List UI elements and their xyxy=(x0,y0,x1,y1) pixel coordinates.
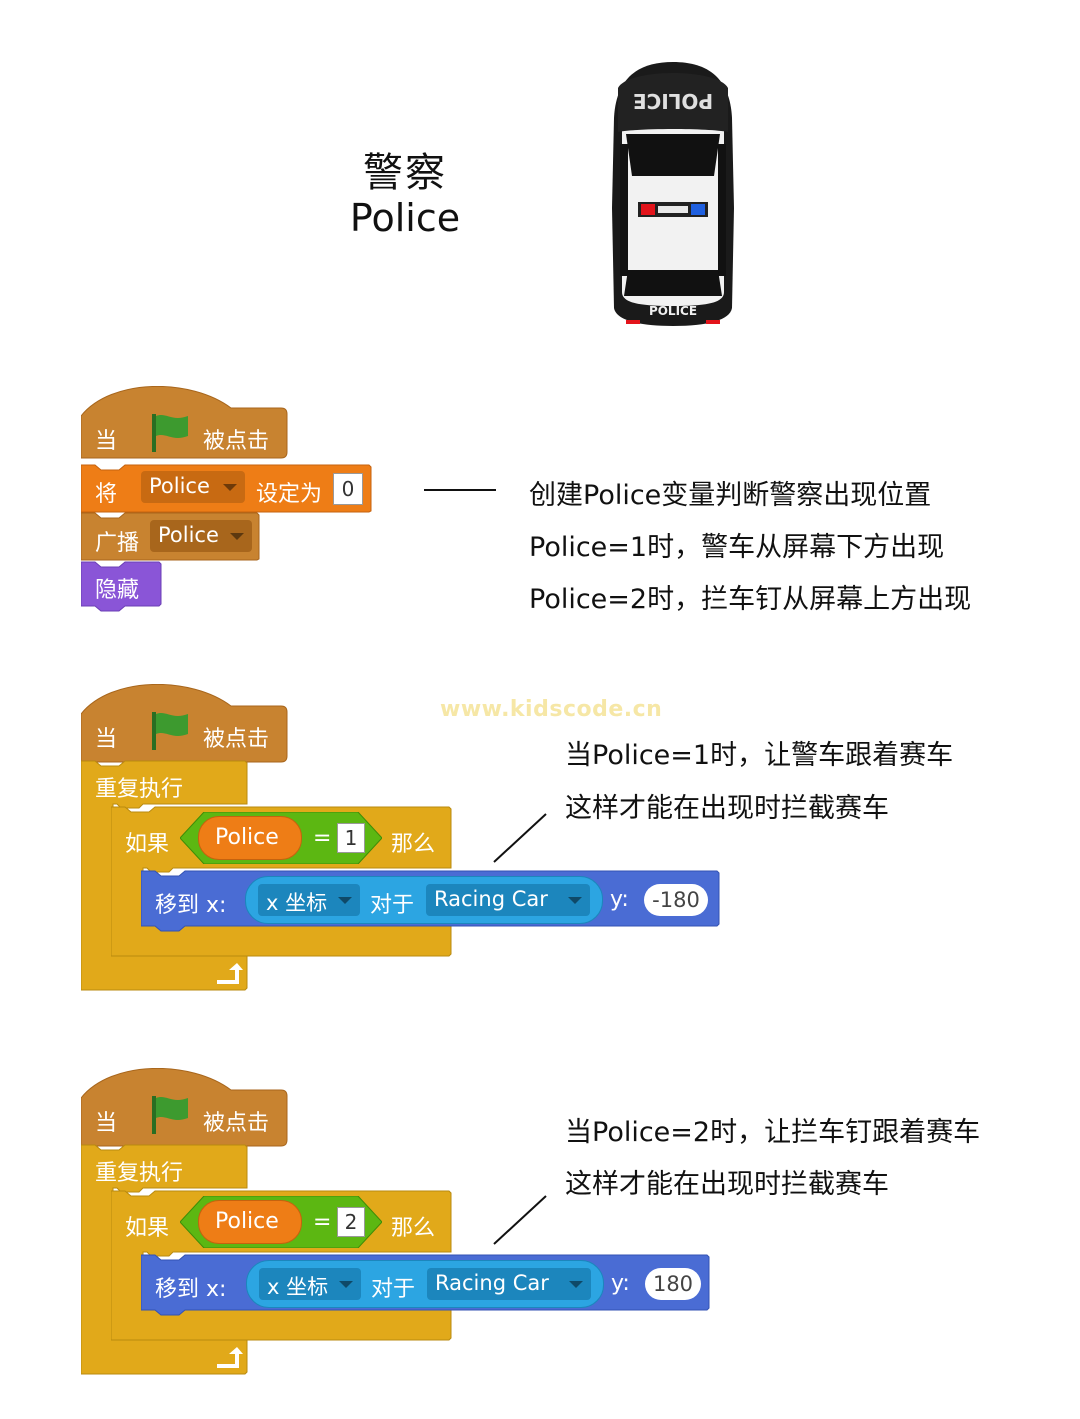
note-2-line-2: 这样才能在出现时拦截赛车 xyxy=(565,793,889,824)
of-label: 对于 xyxy=(370,893,415,918)
hat-when-label: 当 xyxy=(95,429,118,454)
hat-clicked-label: 被点击 xyxy=(203,429,270,454)
page-title-en: Police xyxy=(349,196,461,240)
hat-clicked-label: 被点击 xyxy=(203,1111,270,1136)
lightbar-red xyxy=(641,204,655,215)
property-dropdown-value: x 坐标 xyxy=(266,891,328,915)
car-roof-text: POLICE xyxy=(633,89,713,113)
hat-when-label: 当 xyxy=(95,1111,118,1136)
broadcast-dropdown[interactable]: Police xyxy=(150,520,252,552)
note-3-line-2: 这样才能在出现时拦截赛车 xyxy=(565,1169,889,1200)
set-label: 将 xyxy=(95,482,118,507)
watermark: www.kidscode.cn xyxy=(440,697,663,722)
variable-reporter-label: Police xyxy=(215,825,279,850)
hat-when-label: 当 xyxy=(95,727,118,752)
chevron-down-icon xyxy=(223,484,237,491)
car-side-window-left xyxy=(620,144,628,276)
green-flag-icon xyxy=(152,712,188,750)
compare-value-input[interactable]: 1 xyxy=(337,823,365,853)
car-trunk-text: POLICE xyxy=(649,304,697,318)
equals-sign: = xyxy=(313,826,332,851)
forever-block[interactable] xyxy=(81,1144,251,1378)
sprite-dropdown-value: Racing Car xyxy=(435,1271,549,1295)
y-value-input[interactable]: -180 xyxy=(644,884,708,916)
car-side-window-right xyxy=(718,144,726,276)
compare-value-input[interactable]: 2 xyxy=(337,1207,365,1237)
lightbar-blue xyxy=(691,204,705,215)
note-1-line-1: 创建Police变量判断警察出现位置 xyxy=(529,480,932,511)
lightbar-center xyxy=(658,206,688,213)
chevron-down-icon xyxy=(569,1281,583,1288)
page-title-cn: 警察 xyxy=(363,150,447,196)
callout-line-3 xyxy=(493,1195,547,1245)
callout-line-1 xyxy=(424,489,496,491)
if-label: 如果 xyxy=(125,832,170,857)
chevron-down-icon xyxy=(339,1281,353,1288)
callout-line-2 xyxy=(493,813,547,863)
chevron-down-icon xyxy=(568,897,582,904)
variable-reporter[interactable]: Police xyxy=(198,816,302,860)
note-1-line-3: Police=2时，拦车钉从屏幕上方出现 xyxy=(529,584,972,615)
goto-y-label: y: xyxy=(610,887,629,912)
taillight-right xyxy=(706,320,720,324)
loop-arrow-icon xyxy=(217,1347,243,1368)
y-value-input[interactable]: 180 xyxy=(645,1268,701,1300)
forever-label: 重复执行 xyxy=(95,1161,184,1186)
equals-sign: = xyxy=(313,1210,332,1235)
forever-label: 重复执行 xyxy=(95,777,184,802)
variable-reporter-label: Police xyxy=(215,1209,279,1234)
goto-y-label: y: xyxy=(611,1271,630,1296)
goto-x-label: 移到 x: xyxy=(155,893,227,918)
set-to-label: 设定为 xyxy=(256,482,323,507)
goto-x-label: 移到 x: xyxy=(155,1277,227,1302)
property-dropdown[interactable]: x 坐标 xyxy=(259,1268,361,1300)
note-2-line-1: 当Police=1时，让警车跟着赛车 xyxy=(565,740,954,771)
variable-reporter[interactable]: Police xyxy=(198,1200,302,1244)
broadcast-dropdown-value: Police xyxy=(158,523,219,547)
taillight-left xyxy=(626,320,640,324)
chevron-down-icon xyxy=(338,897,352,904)
car-hood xyxy=(618,73,728,132)
sprite-dropdown[interactable]: Racing Car xyxy=(427,1268,591,1300)
police-car-image: POLICE POLICE xyxy=(612,62,734,326)
chevron-down-icon xyxy=(230,533,244,540)
hide-block[interactable] xyxy=(81,560,163,616)
variable-dropdown[interactable]: Police xyxy=(141,471,245,503)
note-3-line-1: 当Police=2时，让拦车钉跟着赛车 xyxy=(565,1117,981,1148)
sprite-dropdown[interactable]: Racing Car xyxy=(426,884,590,916)
set-value-input[interactable]: 0 xyxy=(333,473,363,505)
then-label: 那么 xyxy=(391,832,436,857)
green-flag-icon xyxy=(152,1096,188,1134)
of-label: 对于 xyxy=(371,1277,416,1302)
forever-block[interactable] xyxy=(81,760,251,994)
property-dropdown[interactable]: x 坐标 xyxy=(258,884,360,916)
hat-clicked-label: 被点击 xyxy=(203,727,270,752)
car-windshield xyxy=(626,134,720,176)
variable-dropdown-value: Police xyxy=(149,474,210,498)
loop-arrow-icon xyxy=(217,963,243,984)
then-label: 那么 xyxy=(391,1216,436,1241)
car-rear-window xyxy=(624,270,722,296)
property-dropdown-value: x 坐标 xyxy=(267,1275,329,1299)
green-flag-icon xyxy=(152,414,188,452)
sprite-dropdown-value: Racing Car xyxy=(434,887,548,911)
broadcast-label: 广播 xyxy=(95,531,140,556)
hide-label: 隐藏 xyxy=(95,578,140,603)
if-label: 如果 xyxy=(125,1216,170,1241)
note-1-line-2: Police=1时，警车从屏幕下方出现 xyxy=(529,532,945,563)
